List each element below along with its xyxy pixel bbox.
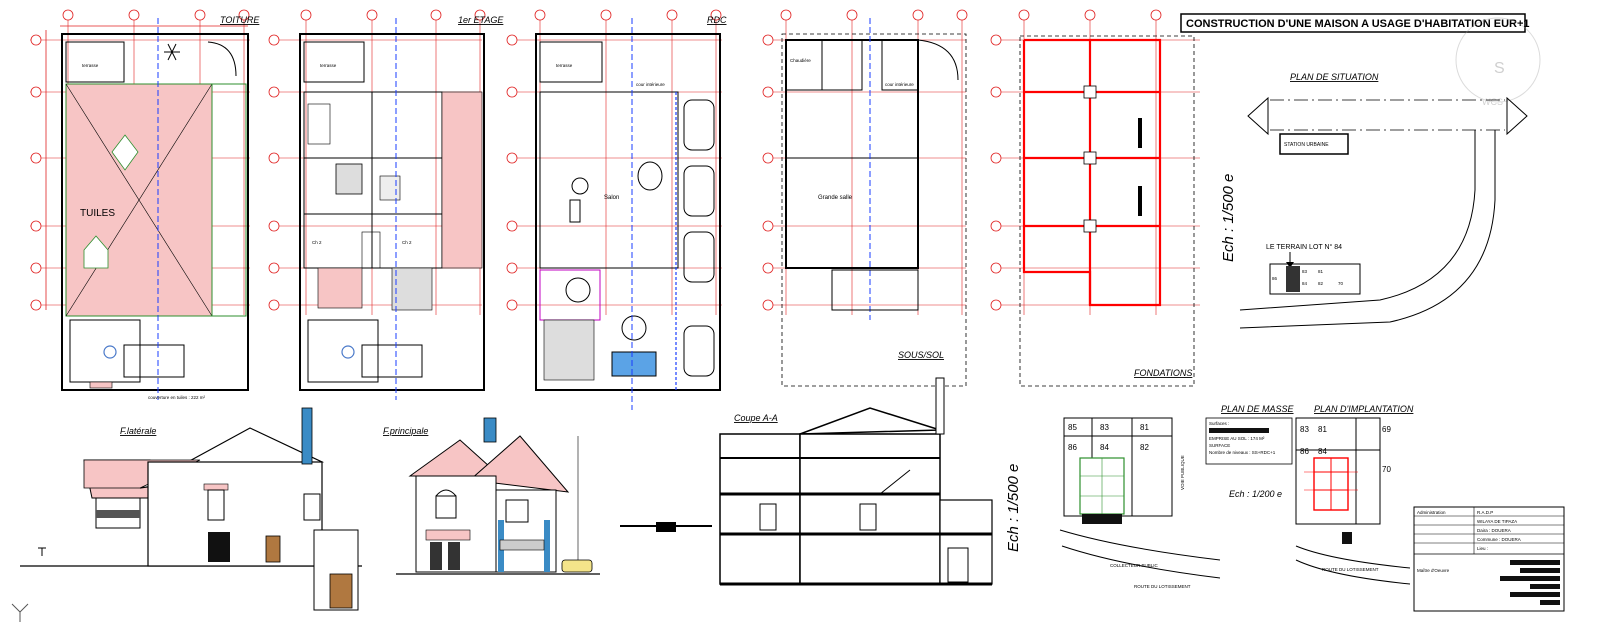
masse-info-box: Surfaces : EMPRISE AU SOL : 174 M² SURFA…	[1205, 417, 1293, 465]
lot-81a: 81	[1318, 269, 1324, 274]
masse-info-0: Surfaces :	[1209, 421, 1229, 426]
room-grande-salle: Grande salle	[818, 195, 853, 201]
terrain-label: LE TERRAIN LOT N° 84	[1266, 243, 1342, 251]
room-ch2a: Ch 2	[312, 240, 322, 245]
cartouche-r4: Lieu :	[1477, 546, 1488, 551]
title-f-laterale: F.latérale	[120, 426, 156, 436]
cartouche-maitre: Maître d'Oeuvre	[1417, 568, 1450, 573]
masse-collecteur: COLLECTEUR PUBLIC	[1110, 563, 1159, 568]
room-terrasse-3: terrasse	[556, 63, 573, 68]
plan-toiture: terrasse TUILES couverture en tuiles : 2…	[30, 9, 260, 400]
lot-70a: 70	[1338, 281, 1344, 286]
scale-2: Ech : 1/500 e	[1005, 464, 1022, 552]
title-fondations: FONDATIONS	[1134, 368, 1192, 378]
title-plan-implantation: PLAN D'IMPLANTATION	[1314, 404, 1414, 414]
sheet-title: CONSTRUCTION D'UNE MAISON A USAGE D'HABI…	[1180, 13, 1530, 33]
room-cour-2: cour intérieure	[885, 82, 914, 87]
room-salon: Salon	[604, 195, 619, 201]
plan-implantation: PLAN D'IMPLANTATION 83 81 69 86 84 70 RO…	[1295, 404, 1414, 585]
cartouche-r1: WILAYA DE TIPAZA	[1477, 519, 1517, 524]
facade-laterale: F.latérale	[20, 407, 362, 611]
scale-3: Ech : 1/200 e	[1229, 489, 1282, 499]
masse-voie: VOIE PUBLIQUE	[1180, 455, 1185, 490]
title-rdc: RDC	[707, 15, 727, 25]
facade-principale: F.principale	[383, 417, 600, 575]
palm-tree-icon	[164, 43, 180, 61]
title-plan-masse: PLAN DE MASSE	[1221, 404, 1295, 414]
impl-road: ROUTE DU LOTISSEMENT	[1322, 567, 1379, 572]
impl-lot-83: 83	[1300, 425, 1309, 434]
masse-lot-84: 84	[1100, 443, 1109, 452]
lot-84a: 84	[1302, 281, 1308, 286]
axis-bubbles-toiture	[30, 9, 250, 311]
impl-lot-84: 84	[1318, 447, 1327, 456]
room-terrasse-2: terrasse	[320, 63, 337, 68]
masse-lot-82: 82	[1140, 443, 1149, 452]
room-ch2b: Ch 2	[402, 240, 412, 245]
impl-lot-81: 81	[1318, 425, 1327, 434]
impl-lot-70: 70	[1382, 465, 1391, 474]
sheet-title-text: CONSTRUCTION D'UNE MAISON A USAGE D'HABI…	[1186, 18, 1530, 30]
masse-road: ROUTE DU LOTISSEMENT	[1134, 584, 1191, 589]
plan-masse: PLAN DE MASSE 85 83 81 86 84 82 Surfaces…	[1059, 404, 1295, 589]
impl-red-grid	[1304, 457, 1358, 511]
masse-lot-86: 86	[1068, 443, 1077, 452]
ucs-icon	[11, 603, 29, 622]
plan-situation: PLAN DE SITUATION STATION URBAINE LE TER…	[1239, 72, 1528, 329]
impl-lot-69: 69	[1382, 425, 1391, 434]
cartouche-r3: Commune : DOUERA	[1477, 537, 1521, 542]
masse-info-3: Nombre de niveaux : SS+RDC+1	[1209, 450, 1276, 455]
lot-83a: 83	[1302, 269, 1308, 274]
lot-86a: 86	[1272, 276, 1278, 281]
coupe-aa: Coupe A-A	[620, 377, 993, 586]
title-plan-situation: PLAN DE SITUATION	[1290, 72, 1379, 82]
title-soussol: SOUS/SOL	[898, 350, 944, 360]
room-chaudiere: Chaudière	[790, 58, 811, 63]
plan-soussol: Chaudière cour intérieure Grande salle S…	[762, 9, 968, 387]
cartouche-r0: R.A.D.P	[1477, 510, 1493, 515]
plan-fondations: FONDATIONS	[990, 9, 1200, 387]
couverture-note: couverture en tuiles : 222 m²	[148, 395, 206, 400]
title-toiture: TOITURE	[220, 15, 260, 25]
cartouche-admin: Administration	[1417, 510, 1446, 515]
compass-letter: S	[1494, 60, 1505, 77]
room-terrasse-1: terrasse	[82, 63, 99, 68]
cartouche: Administration R.A.D.P WILAYA DE TIPAZA …	[1413, 506, 1565, 612]
masse-lot-81: 81	[1140, 423, 1149, 432]
station-urbaine: STATION URBAINE	[1284, 142, 1329, 148]
room-tuiles: TUILES	[80, 208, 115, 219]
wcs-label: WCS	[1482, 97, 1503, 107]
title-f-principale: F.principale	[383, 426, 428, 436]
view-cube[interactable]: S WCS	[1455, 17, 1541, 107]
title-coupe: Coupe A-A	[734, 413, 778, 423]
masse-info-1: EMPRISE AU SOL : 174 M²	[1209, 436, 1265, 441]
plan-rdc: terrasse cour intérieure Salon RDC	[506, 9, 727, 410]
lot-82a: 82	[1318, 281, 1324, 286]
cartouche-r2: Daira : DOUERA	[1477, 528, 1511, 533]
masse-lot-83: 83	[1100, 423, 1109, 432]
scale-1: Ech : 1/500 e	[1220, 174, 1237, 262]
masse-lot-85: 85	[1068, 423, 1077, 432]
plan-etage: terrasse Ch 2 Ch 2 1er ETAGE	[268, 9, 504, 400]
room-cour-1: cour intérieure	[636, 82, 665, 87]
masse-info-2: SURFACE	[1209, 443, 1230, 448]
title-etage: 1er ETAGE	[458, 15, 504, 25]
impl-lot-86: 86	[1300, 447, 1309, 456]
